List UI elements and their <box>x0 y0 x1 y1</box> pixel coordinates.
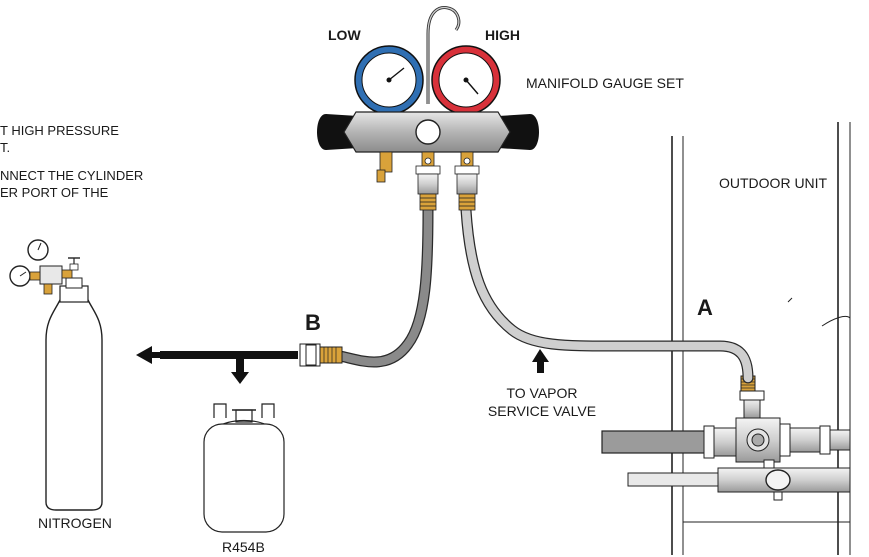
r454b-label: R454B <box>222 539 265 555</box>
left-valve-handle <box>317 114 358 150</box>
manifold-gauge-set-label: MANIFOLD GAUGE SET <box>526 75 684 91</box>
coupling-b <box>299 343 343 367</box>
regulator-body <box>39 265 63 285</box>
right-valve-handle <box>498 114 539 150</box>
outdoor-unit-label: OUTDOOR UNIT <box>719 175 828 191</box>
sight-glass <box>415 119 441 145</box>
manifold-gauge-set <box>317 6 539 211</box>
hose-high-side <box>460 204 754 384</box>
to-vapor-label-line2: SERVICE VALVE <box>487 403 597 419</box>
flow-arrows <box>136 346 549 384</box>
to-vapor-label-line1: TO VAPOR <box>506 385 578 401</box>
point-b-label: B <box>305 310 321 335</box>
nitrogen-label: NITROGEN <box>38 515 112 531</box>
high-gauge-label: HIGH <box>485 27 520 43</box>
low-gauge-label: LOW <box>328 27 361 43</box>
vapor-service-valve <box>735 375 851 463</box>
nitrogen-cylinder <box>9 239 103 511</box>
high-pressure-gauge <box>431 45 501 115</box>
liquid-pipe <box>627 459 851 501</box>
suction-pipe <box>601 425 737 459</box>
low-pressure-gauge <box>354 45 424 115</box>
note-line-4: ER PORT OF THE <box>0 185 109 200</box>
note-line-3: NNECT THE CYLINDER <box>0 168 144 183</box>
r454b-cylinder <box>203 403 285 533</box>
point-a-label: A <box>697 295 713 320</box>
note-line-1: T HIGH PRESSURE <box>0 123 119 138</box>
note-line-2: T. <box>0 140 11 155</box>
